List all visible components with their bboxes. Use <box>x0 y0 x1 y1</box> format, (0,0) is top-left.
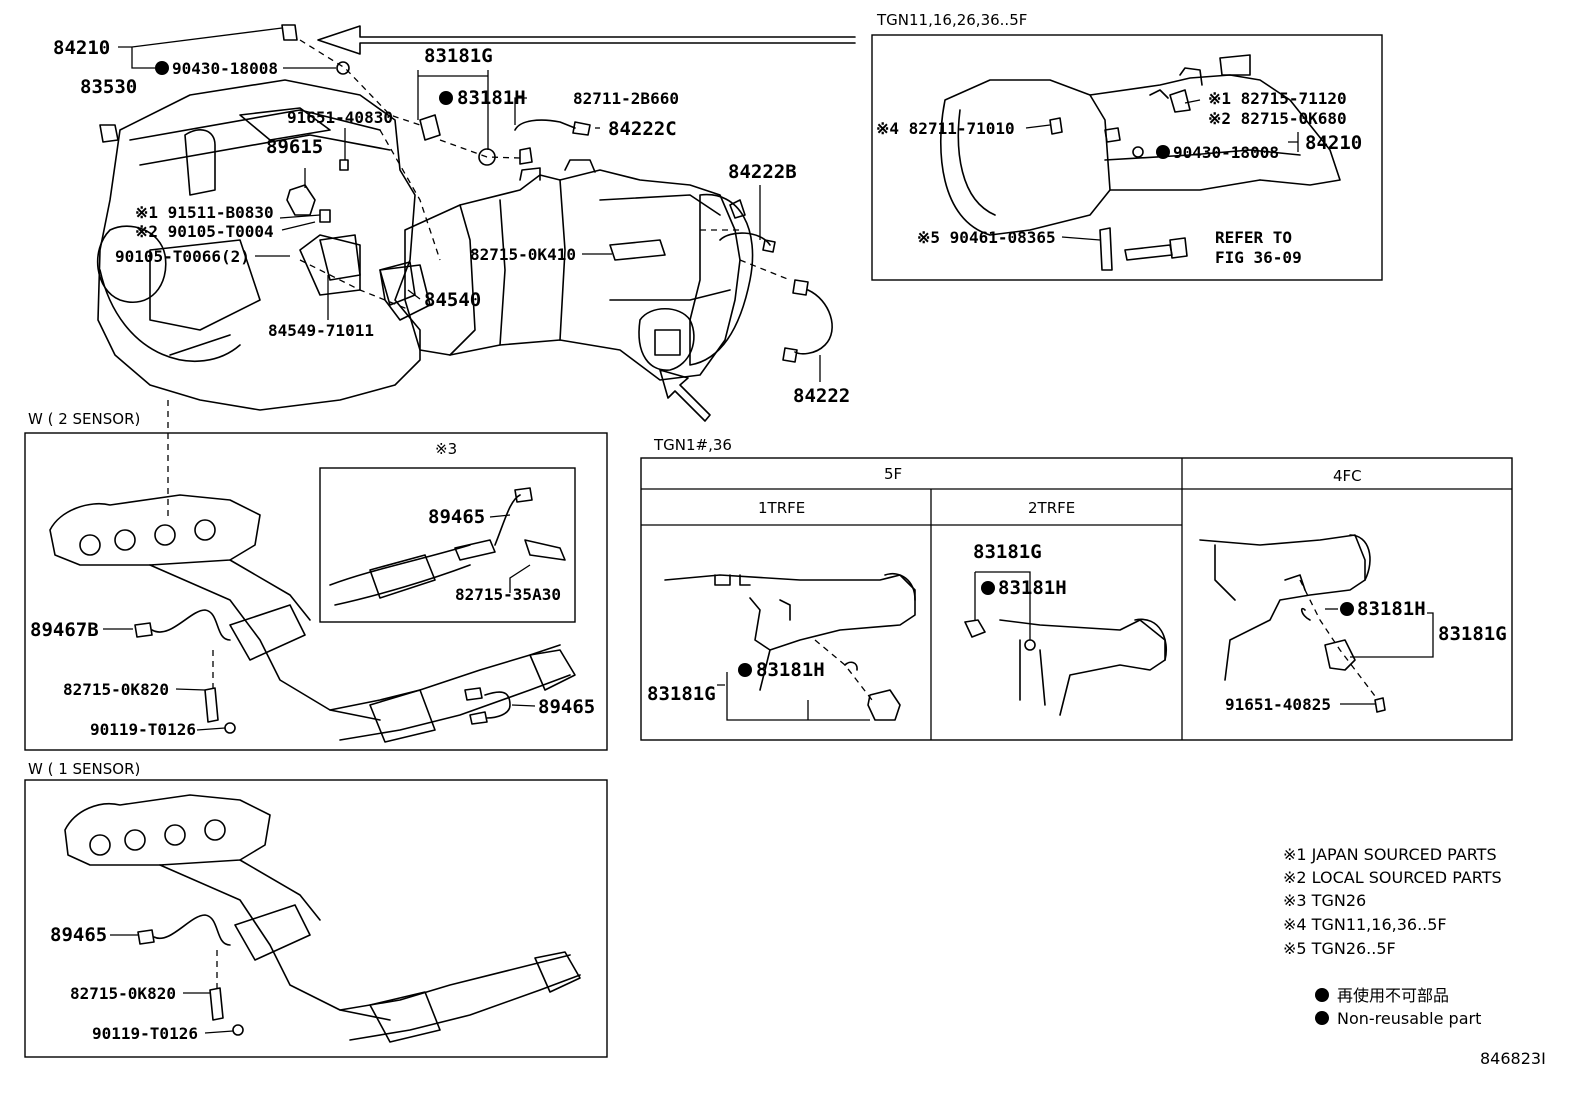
nonreusable-dot <box>1315 1011 1329 1025</box>
c1-label-83181h: 83181H <box>756 659 825 681</box>
legend: ※1 JAPAN SOURCED PARTS ※2 LOCAL SOURCED … <box>1283 845 1546 1068</box>
label-82715-35a30: 82715-35A30 <box>455 585 561 604</box>
refer-to-line2: FIG 36-09 <box>1215 248 1302 267</box>
sensor1-panel: W ( 1 SENSOR) 89465 82715-0K820 90119-T0… <box>24 760 608 1058</box>
label-82715-0k820-s1: 82715-0K820 <box>70 984 176 1003</box>
legend-note-1: ※1 JAPAN SOURCED PARTS <box>1283 845 1497 864</box>
label-84222b: 84222B <box>728 161 797 183</box>
c3-label-83181h: 83181H <box>1357 598 1426 620</box>
label-90119-t0126: 90119-T0126 <box>90 720 196 739</box>
label-90105-t0066: 90105-T0066(2) <box>115 247 250 266</box>
label-90430-18008: 90430-18008 <box>172 59 278 78</box>
label-83181h: 83181H <box>457 87 526 109</box>
label-82711-71010: ※4 82711-71010 <box>876 119 1015 138</box>
label-82715-0k820: 82715-0K820 <box>63 680 169 699</box>
label-83530: 83530 <box>80 76 137 98</box>
label-84222c: 84222C <box>608 118 677 140</box>
inset-tgn-5f: TGN11,16,26,36..5F ※1 82715-71120 ※2 827… <box>871 11 1383 281</box>
legend-note-2: ※2 LOCAL SOURCED PARTS <box>1283 868 1502 887</box>
nonreusable-dot <box>981 581 995 595</box>
sensor1-frame <box>24 779 608 1058</box>
nonreusable-dot <box>1156 145 1170 159</box>
legend-nonreusable-en: Non-reusable part <box>1337 1009 1481 1028</box>
label-90430-18008-inset: 90430-18008 <box>1173 143 1279 162</box>
c3-label-83181g: 83181G <box>1438 623 1507 645</box>
sensor2-panel: W ( 2 SENSOR) ※3 89465 82715-35A30 <box>24 410 608 751</box>
label-90105-t0004: ※2 90105-T0004 <box>135 222 274 241</box>
nonreusable-dot <box>1340 602 1354 616</box>
main-leader-lines <box>118 27 821 520</box>
nonreusable-dot <box>439 91 453 105</box>
sensor2-sub-frame <box>319 467 576 623</box>
label-89465-s1: 89465 <box>50 924 107 946</box>
main-labels: 84210 90430-18008 83530 83181G 83181H 82… <box>53 37 850 407</box>
label-82711-2b660: 82711-2B660 <box>573 89 679 108</box>
sensor1-caption: W ( 1 SENSOR) <box>28 760 140 778</box>
label-89465-s2: 89465 <box>538 696 595 718</box>
legend-note-4: ※4 TGN11,16,36..5F <box>1283 915 1447 934</box>
figure-id: 846823I <box>1480 1049 1546 1068</box>
nonreusable-dot <box>155 61 169 75</box>
label-82715-71120: ※1 82715-71120 <box>1208 89 1347 108</box>
table-caption: TGN1#,36 <box>653 436 732 454</box>
label-84540: 84540 <box>424 289 481 311</box>
c1-label-83181g: 83181G <box>647 683 716 705</box>
c2-label-83181h: 83181H <box>998 577 1067 599</box>
table-header-2trfe: 2TRFE <box>1028 499 1075 517</box>
label-91651-40830: 91651-40830 <box>287 108 393 127</box>
label-91511-b0830: ※1 91511-B0830 <box>135 203 274 222</box>
c3-label-91651-40825: 91651-40825 <box>1225 695 1331 714</box>
view-arrows <box>317 25 856 422</box>
label-82715-0k680: ※2 82715-0K680 <box>1208 109 1347 128</box>
label-82715-0k410: 82715-0K410 <box>470 245 576 264</box>
table-header-4fc: 4FC <box>1333 467 1362 485</box>
table-header-5f: 5F <box>884 465 902 483</box>
inset-caption: TGN11,16,26,36..5F <box>876 11 1027 29</box>
refer-to-line1: REFER TO <box>1215 228 1292 247</box>
label-83181g: 83181G <box>424 45 493 67</box>
label-89467b: 89467B <box>30 619 99 641</box>
legend-note-3: ※3 TGN26 <box>1283 891 1366 910</box>
label-84210-inset: 84210 <box>1305 132 1362 154</box>
label-90461-08365: ※5 90461-08365 <box>917 228 1056 247</box>
legend-note-5: ※5 TGN26..5F <box>1283 939 1396 958</box>
label-84210: 84210 <box>53 37 110 59</box>
sensor2-frame <box>24 432 608 751</box>
table-header-1trfe: 1TRFE <box>758 499 805 517</box>
legend-nonreusable-jp: 再使用不可部品 <box>1337 986 1449 1005</box>
label-89465-sub: 89465 <box>428 506 485 528</box>
label-89615: 89615 <box>266 136 323 158</box>
inset-frame <box>871 34 1383 281</box>
table-frame <box>640 457 1513 741</box>
nonreusable-dot <box>738 663 752 677</box>
engine-transmission-drawing <box>96 24 833 411</box>
label-90119-t0126-s1: 90119-T0126 <box>92 1024 198 1043</box>
nonreusable-dot <box>1315 988 1329 1002</box>
label-84222: 84222 <box>793 385 850 407</box>
variant-table: TGN1#,36 5F 4FC 1TRFE 2TRFE 83181H 83181… <box>640 436 1513 741</box>
sensor2-caption: W ( 2 SENSOR) <box>28 410 140 428</box>
sensor2-sub-caption: ※3 <box>435 440 457 458</box>
label-84549-71011: 84549-71011 <box>268 321 374 340</box>
c2-label-83181g: 83181G <box>973 541 1042 563</box>
